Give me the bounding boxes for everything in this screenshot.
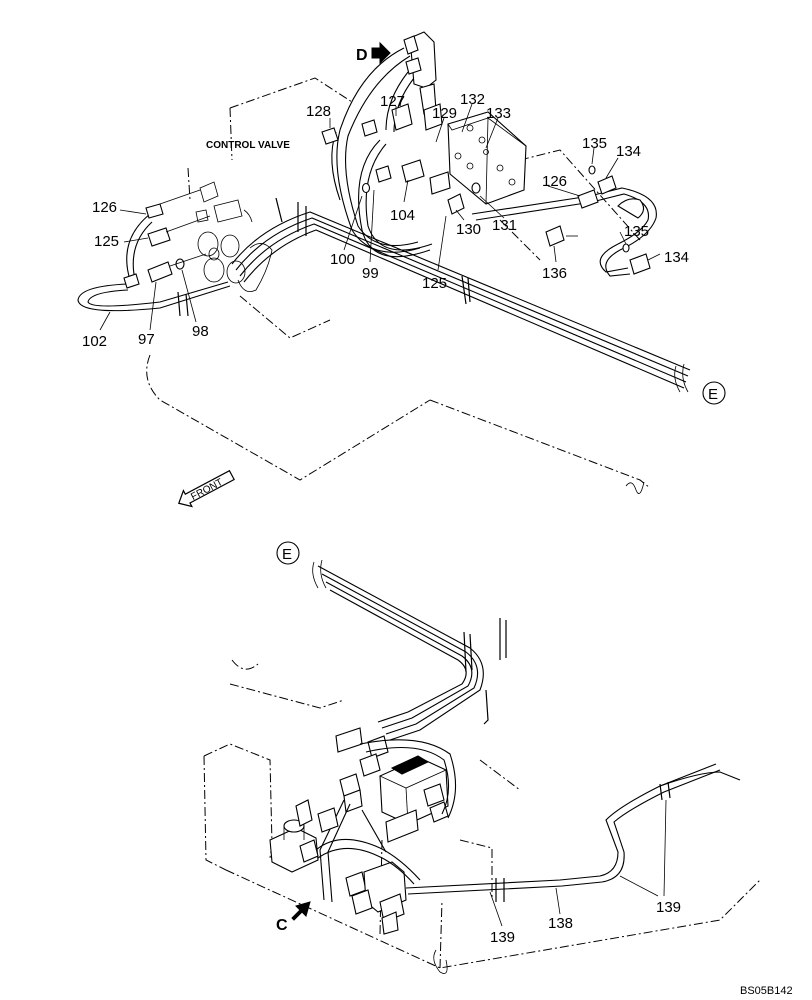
lower-pipe-bundle bbox=[312, 559, 507, 741]
callout-126-right: 126 bbox=[542, 173, 567, 190]
callout-99: 99 bbox=[362, 265, 379, 282]
callout-125-left: 125 bbox=[94, 233, 119, 250]
upper-view: D CONTROL VALVE FRONT E bbox=[77, 31, 726, 508]
lower-leader-lines bbox=[489, 799, 667, 927]
callout-128: 128 bbox=[306, 103, 331, 120]
control-valve-label: CONTROL VALVE bbox=[206, 140, 290, 151]
lower-valve-block bbox=[269, 799, 421, 935]
callout-125-bottom: 125 bbox=[422, 275, 447, 292]
solenoid-valve-block bbox=[379, 755, 449, 843]
reference-code: BS05B142 bbox=[740, 985, 793, 997]
front-label: FRONT bbox=[189, 477, 225, 503]
connector-e-lower-label: E bbox=[282, 546, 292, 563]
callout-130: 130 bbox=[456, 221, 481, 238]
callout-129: 129 bbox=[432, 105, 457, 122]
connector-e-upper-label: E bbox=[708, 386, 718, 403]
upper-frame-outline bbox=[146, 77, 651, 494]
view-marker-c: C bbox=[276, 917, 288, 934]
callout-139-right: 139 bbox=[656, 899, 681, 916]
callout-132: 132 bbox=[460, 91, 485, 108]
callout-139-left: 139 bbox=[490, 929, 515, 946]
left-fittings bbox=[123, 189, 211, 289]
manifold-block bbox=[361, 111, 527, 215]
right-hose-assembly bbox=[471, 165, 657, 277]
upper-vertical-hoses bbox=[331, 47, 433, 258]
control-valve bbox=[195, 181, 273, 293]
connector-e-upper: E bbox=[702, 381, 726, 405]
callout-97: 97 bbox=[138, 331, 155, 348]
connector-e-lower: E bbox=[276, 541, 300, 565]
view-marker-d: D bbox=[356, 47, 368, 64]
d-fitting-assembly bbox=[321, 31, 443, 145]
callout-131: 131 bbox=[492, 217, 517, 234]
front-arrow: FRONT bbox=[178, 469, 235, 508]
callout-102: 102 bbox=[82, 333, 107, 350]
upper-pipe-bundle bbox=[177, 197, 691, 393]
lower-view: E bbox=[203, 541, 761, 974]
view-arrow-c bbox=[291, 901, 311, 921]
callout-127: 127 bbox=[380, 93, 405, 110]
callout-138: 138 bbox=[548, 915, 573, 932]
callout-126-left: 126 bbox=[92, 199, 117, 216]
view-arrow-d bbox=[371, 41, 391, 65]
callout-104: 104 bbox=[390, 207, 415, 224]
callout-134-top: 134 bbox=[616, 143, 641, 160]
callout-133: 133 bbox=[486, 105, 511, 122]
callout-136: 136 bbox=[542, 265, 567, 282]
upper-leader-lines bbox=[99, 103, 661, 331]
upper-cluster-fittings bbox=[319, 727, 457, 903]
hose-102 bbox=[77, 213, 231, 312]
callout-100: 100 bbox=[330, 251, 355, 268]
hose-138-139 bbox=[405, 763, 741, 902]
callout-135-bottom: 135 bbox=[624, 223, 649, 240]
callout-135-top: 135 bbox=[582, 135, 607, 152]
callout-134-bottom: 134 bbox=[664, 249, 689, 266]
callout-98: 98 bbox=[192, 323, 209, 340]
